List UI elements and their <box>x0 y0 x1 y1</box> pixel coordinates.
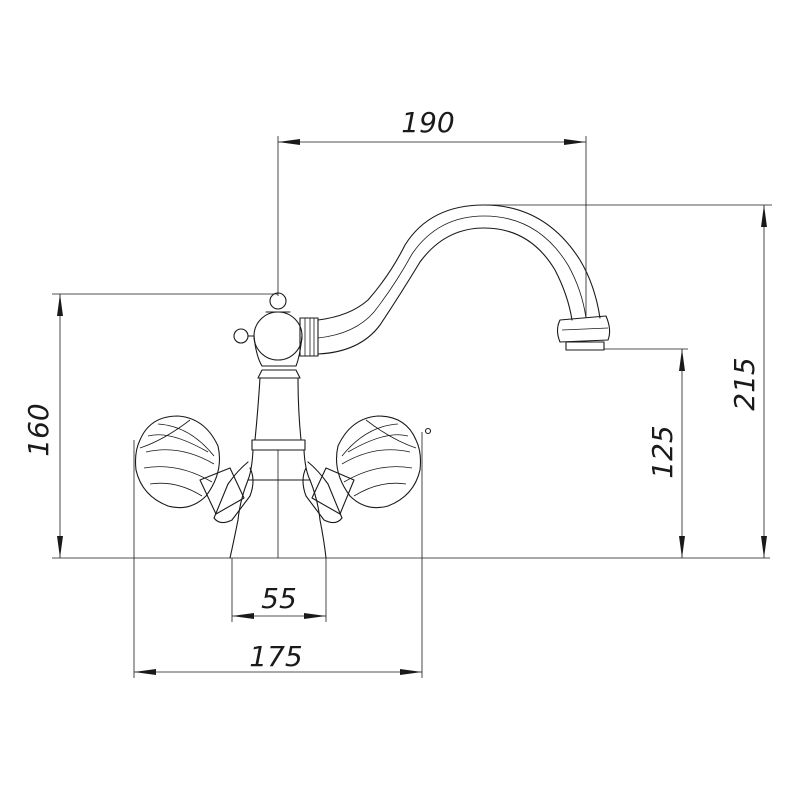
dimension-outlet-height: 125 <box>604 348 688 558</box>
dimension-body-height: 160 <box>22 293 278 558</box>
left-handle <box>134 415 254 524</box>
dimension-label-55: 55 <box>261 582 297 615</box>
dimension-total-height: 215 <box>484 204 772 558</box>
dimension-label-160: 160 <box>22 403 55 456</box>
dimension-label-190: 190 <box>401 106 454 139</box>
dimension-label-215: 215 <box>728 357 761 410</box>
dimension-label-175: 175 <box>249 640 302 673</box>
faucet-body <box>229 292 327 559</box>
faucet-spout <box>299 204 611 357</box>
dimension-centers: 55 <box>231 558 327 622</box>
right-handle <box>302 415 432 524</box>
dimension-spout-reach: 190 <box>277 106 587 318</box>
dimension-label-125: 125 <box>646 425 679 478</box>
dimension-overall-width: 175 <box>133 432 423 678</box>
